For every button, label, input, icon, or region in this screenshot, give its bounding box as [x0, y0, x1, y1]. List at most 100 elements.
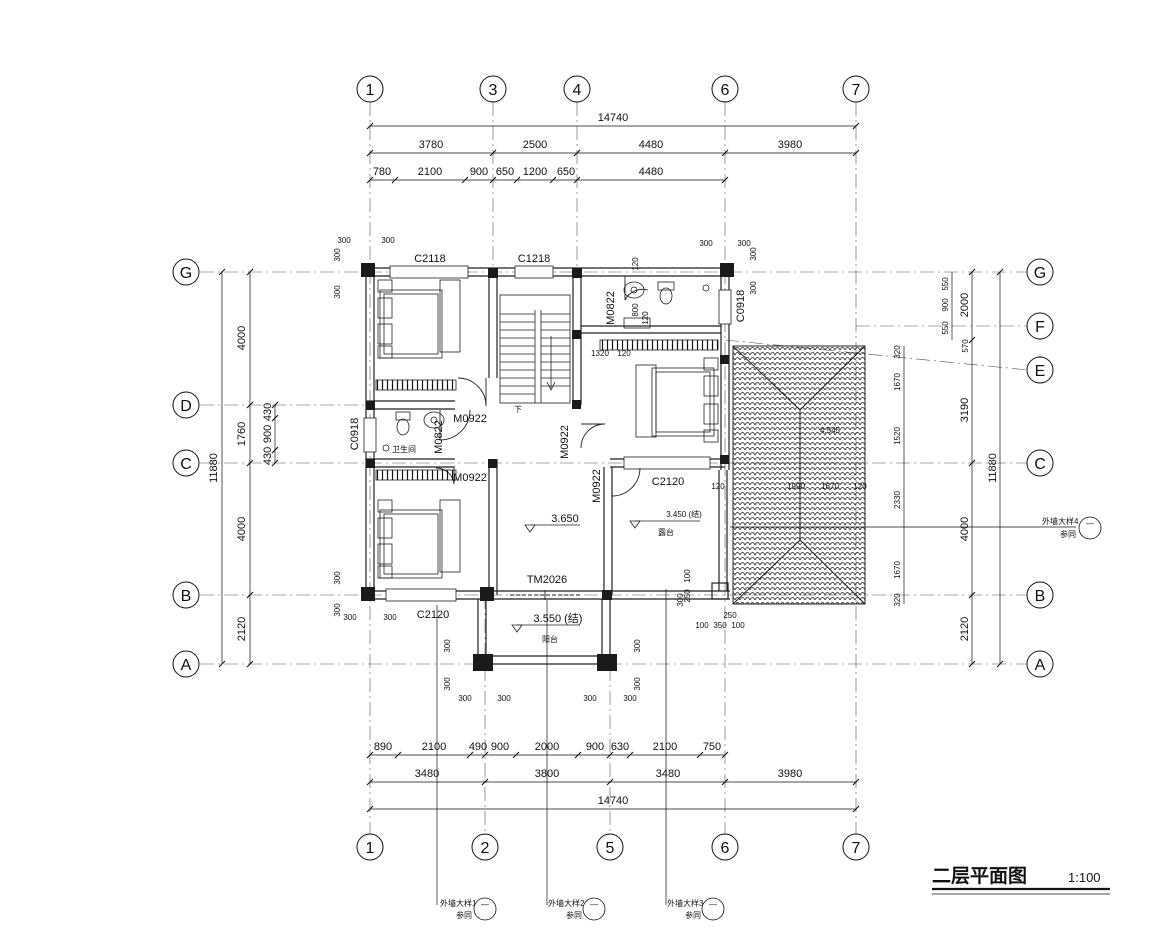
dim-misc-3: 1320	[591, 349, 609, 358]
tick-left-small-2	[271, 446, 279, 454]
tick-top-row3-5	[549, 176, 557, 184]
tick-right-1	[968, 336, 976, 344]
tick-top-row3-3	[489, 176, 497, 184]
column-dims: 300 300 300 300 300 300 300 300 300 300 …	[333, 236, 758, 703]
tick-top-row3-0	[366, 176, 374, 184]
dim-right-part-2: 4000	[959, 517, 971, 541]
windows	[363, 265, 732, 602]
dim-top-row3-4: 1200	[523, 166, 547, 178]
axis-right-1-bubble	[1026, 312, 1054, 340]
dim-col-300-d: 300	[737, 239, 751, 248]
tick-left-small-0	[271, 401, 279, 409]
tick-bot-row1-9	[721, 751, 729, 759]
dim-col-300-f: 300	[383, 613, 397, 622]
dim-top-total: 14740	[598, 112, 629, 124]
axis-bottom-4-label: 7	[852, 840, 861, 857]
label-c2120-left: C2120	[417, 609, 449, 621]
dim-col-300-c: 300	[699, 239, 713, 248]
dim-top-row3-6: 4480	[639, 166, 663, 178]
dim-bottom-row2-3: 3980	[778, 768, 802, 780]
callout-lines	[436, 526, 1076, 905]
dim-left-total: 11880	[208, 453, 220, 483]
label-tm2026: TM2026	[527, 574, 567, 586]
tick-bot-total-0	[366, 805, 374, 813]
dim-bottom-total: 14740	[598, 795, 629, 807]
dim-col-300-a: 300	[337, 236, 351, 245]
axis-top-3-label: 6	[721, 82, 730, 99]
axis-bottom-0-bubble	[356, 833, 384, 861]
bathroom-fixtures	[382, 281, 710, 452]
tick-top-row2-0	[366, 149, 374, 157]
dim-misc-4: 120	[617, 349, 631, 358]
callout-1-sub: 参同	[456, 910, 472, 920]
axis-top-1-bubble	[479, 75, 507, 103]
axis-bottom-3-label: 6	[721, 840, 730, 857]
dim-top-row3-2: 900	[470, 166, 488, 178]
dim-col-300-u: 300	[676, 593, 685, 607]
dim-misc-5: 120	[711, 482, 725, 491]
dim-right-sub-4: 320	[893, 345, 902, 359]
callout-4-bubble	[1078, 516, 1102, 540]
dim-col-300-k: 300	[333, 248, 342, 262]
dim-top-row2-0: 3780	[419, 139, 443, 151]
callout-2: 外墙大样2 参同 —	[548, 897, 606, 921]
dim-right-sub-6: 1520	[893, 427, 902, 445]
label-c0918-right: C0918	[735, 290, 747, 322]
dim-bottom-row1-0: 890	[374, 741, 392, 753]
axis-bottom-3-bubble	[711, 833, 739, 861]
dim-top-row3-0: 780	[373, 166, 391, 178]
tick-bot-row1-3	[481, 751, 489, 759]
elevation-symbols	[511, 520, 700, 633]
axis-right-4-bubble	[1026, 581, 1054, 609]
axis-left-2-label: C	[180, 456, 192, 473]
axis-top-2-bubble	[563, 75, 591, 103]
callout-3-sub: 参同	[685, 910, 701, 920]
dim-misc-14: 250	[683, 589, 692, 603]
dim-col-300-s: 300	[633, 639, 642, 653]
label-m0822: M0822	[605, 291, 617, 325]
tick-right-4	[968, 660, 976, 668]
tick-bot-row2-2	[606, 778, 614, 786]
axis-bottom-1-bubble	[471, 833, 499, 861]
tick-top-row2-3	[721, 149, 729, 157]
dim-misc-8: 120	[853, 482, 867, 491]
tick-left-1	[246, 401, 254, 409]
dim-col-300-j: 300	[623, 694, 637, 703]
label-m0922-a: M0922	[453, 413, 487, 425]
axis-left-4-label: A	[181, 657, 192, 674]
label-stair-down: 下	[514, 405, 522, 414]
dim-left-small-0: 430	[262, 403, 274, 421]
tick-bot-row1-7	[626, 751, 634, 759]
tick-top-row2-1	[489, 149, 497, 157]
label-m0922-d: M0922	[591, 469, 603, 503]
axis-bottom-4-bubble	[842, 833, 870, 861]
tick-bot-row1-1	[394, 751, 402, 759]
tick-top-total-0	[366, 122, 374, 130]
callout-3: 外墙大样3 参同 —	[667, 897, 725, 921]
tick-left-0	[246, 268, 254, 276]
tick-top-row2-2	[573, 149, 581, 157]
dim-misc-1: 800	[631, 303, 640, 317]
callout-1-label: 外墙大样1	[440, 898, 477, 908]
dim-left-part-0: 4000	[236, 326, 248, 350]
dim-misc-13: 100	[683, 569, 692, 583]
axis-right-4-label: B	[1035, 588, 1046, 605]
callout-4-sub: 参同	[1060, 529, 1076, 539]
dim-top-row3-1: 2100	[418, 166, 442, 178]
dim-bottom-row1-3: 900	[491, 741, 509, 753]
label-c2120-right: C2120	[652, 476, 684, 488]
dim-top-row2-2: 4480	[639, 139, 663, 151]
axis-right-3-label: C	[1034, 456, 1046, 473]
axis-top-3-bubble	[711, 75, 739, 103]
axis-left-1-bubble	[172, 391, 200, 419]
dim-bottom-row1-7: 2100	[653, 741, 677, 753]
dim-col-300-h: 300	[497, 694, 511, 703]
dim-right-sub-8: 1670	[893, 561, 902, 579]
tick-bot-row2-1	[481, 778, 489, 786]
tick-bot-row1-0	[366, 751, 374, 759]
callout-2-num: —	[590, 900, 598, 909]
dim-misc-9: 250	[723, 611, 737, 620]
label-elev-3450: 3.450 (结)	[666, 509, 702, 519]
